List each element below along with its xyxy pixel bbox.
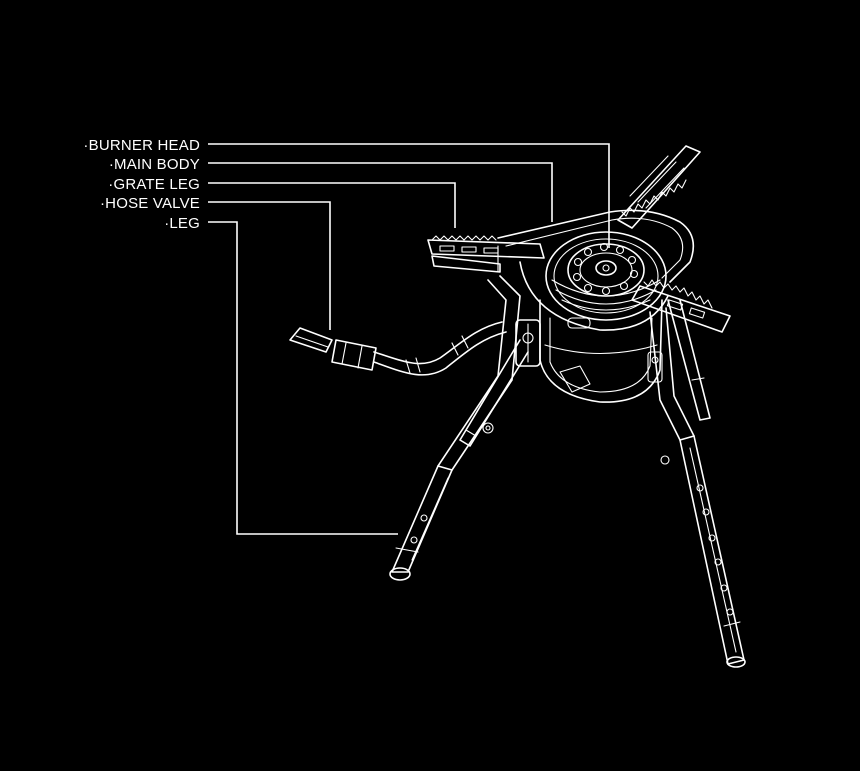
hose-valve-part	[289, 321, 507, 376]
grate-legs-part	[427, 145, 731, 333]
leader-hose-valve	[208, 201, 331, 330]
leader-burner-head	[208, 143, 610, 248]
burner-head-part	[545, 231, 667, 321]
label-hose-valve: ·HOSE VALVE	[100, 195, 200, 212]
label-main-body: ·MAIN BODY	[109, 156, 200, 173]
leader-grate-leg	[208, 182, 456, 228]
legs-part	[389, 275, 746, 668]
label-leg: ·LEG	[164, 215, 200, 232]
leader-main-body	[208, 162, 553, 222]
callout-labels: ·BURNER HEAD ·MAIN BODY ·GRATE LEG ·HOSE…	[83, 137, 200, 232]
label-burner-head: ·BURNER HEAD	[83, 137, 200, 154]
leader-lines	[208, 143, 610, 535]
stove-illustration	[289, 145, 746, 668]
label-grate-leg: ·GRATE LEG	[108, 176, 200, 193]
leader-leg	[208, 221, 398, 535]
main-body-part	[515, 299, 663, 403]
